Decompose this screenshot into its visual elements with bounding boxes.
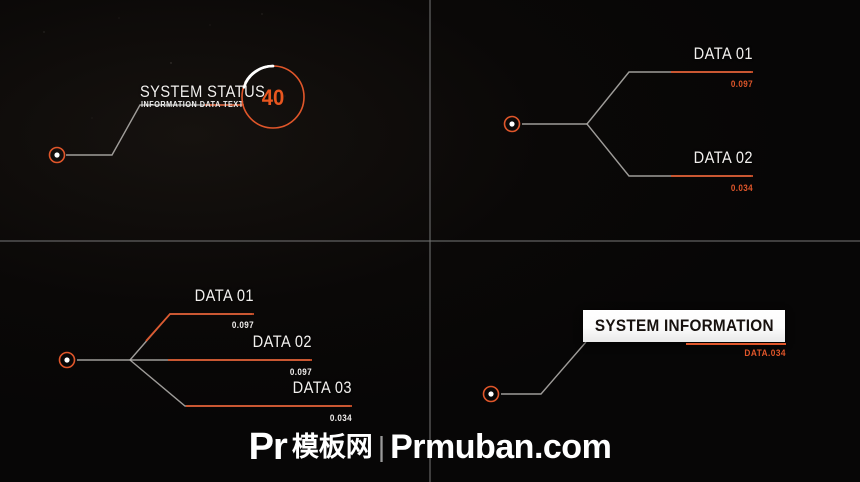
data-label-1: DATA 01 bbox=[194, 286, 254, 305]
data-label-1: DATA 01 bbox=[693, 44, 753, 63]
callout-connector-lines bbox=[482, 341, 587, 403]
data-label-3: DATA 03 bbox=[292, 378, 352, 397]
origin-node-ring bbox=[482, 385, 500, 403]
system-information-box-panel: SYSTEM INFORMATION DATA.034 bbox=[431, 242, 860, 482]
status-gauge: 40 bbox=[239, 63, 307, 131]
system-information-underline bbox=[686, 343, 786, 345]
callout-connector-lines bbox=[503, 71, 753, 177]
data-value-3: 0.034 bbox=[329, 413, 352, 423]
callout-connector-lines bbox=[48, 104, 244, 164]
gauge-value: 40 bbox=[261, 85, 285, 110]
system-status-gauge-panel: SYSTEM STATUS INFORMATION DATA TEXT 40 bbox=[0, 0, 430, 241]
two-branch-callout-panel: DATA 01 0.097 DATA 02 0.034 bbox=[431, 0, 860, 241]
origin-node-dot bbox=[64, 357, 70, 363]
system-information-box: SYSTEM INFORMATION bbox=[583, 310, 785, 342]
origin-node-dot bbox=[488, 391, 494, 397]
origin-node-ring bbox=[48, 146, 66, 164]
origin-node-ring bbox=[503, 115, 521, 133]
data-label-2: DATA 02 bbox=[693, 148, 753, 167]
callout-connector-lines bbox=[58, 313, 352, 407]
data-value-1: 0.097 bbox=[730, 79, 753, 89]
system-status-sublabel: INFORMATION DATA TEXT bbox=[141, 100, 244, 109]
data-value-2: 0.097 bbox=[289, 367, 312, 377]
data-label-2: DATA 02 bbox=[252, 332, 312, 351]
origin-node-dot bbox=[509, 121, 515, 127]
origin-node-dot bbox=[54, 152, 60, 158]
quadrant-divider-horizontal bbox=[0, 240, 860, 242]
system-information-value: DATA.034 bbox=[744, 348, 786, 358]
data-value-2: 0.034 bbox=[730, 183, 753, 193]
system-information-title: SYSTEM INFORMATION bbox=[594, 316, 774, 335]
origin-node-ring bbox=[58, 351, 76, 369]
data-value-1: 0.097 bbox=[231, 320, 254, 330]
system-status-label: SYSTEM STATUS bbox=[140, 82, 266, 101]
three-branch-callout-panel: DATA 01 0.097 DATA 02 0.097 DATA 03 0.03… bbox=[0, 242, 430, 482]
